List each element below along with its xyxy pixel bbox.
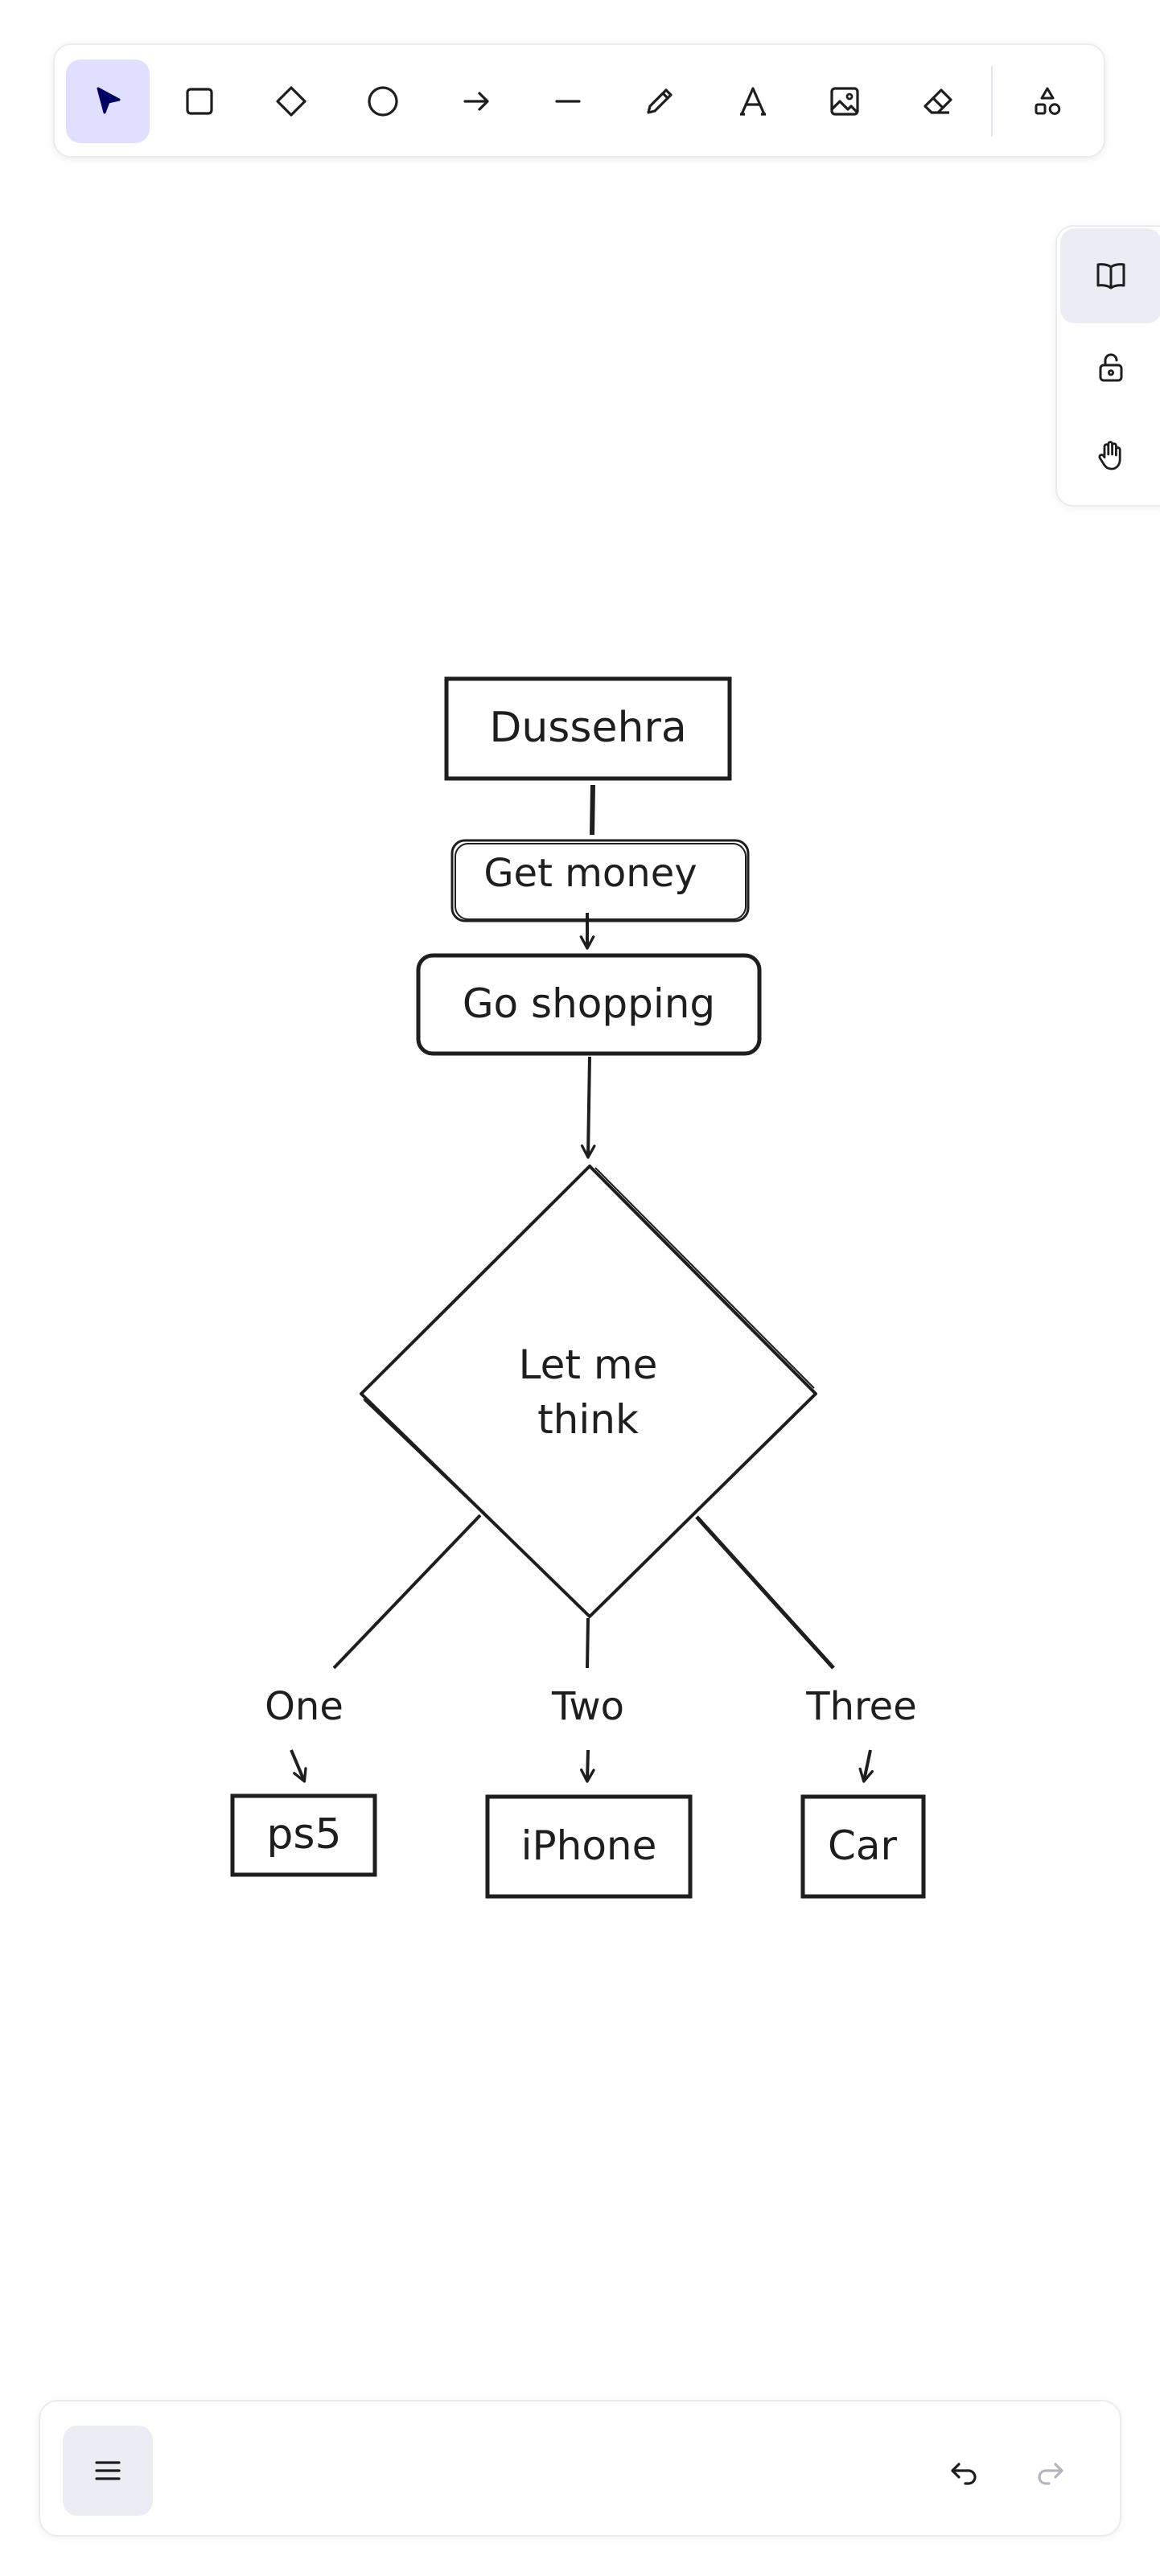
node-decision-label-line1: Let me	[519, 1341, 658, 1388]
book-icon	[1096, 263, 1125, 290]
edge-decision-two[interactable]	[586, 1617, 590, 1669]
eraser-icon	[923, 88, 952, 114]
node-iphone[interactable]: iPhone	[485, 1794, 693, 1899]
node-ps5-label: ps5	[266, 1810, 341, 1859]
image-icon	[830, 87, 859, 116]
side-panel	[1055, 225, 1160, 507]
edge-one-ps5[interactable]	[290, 1749, 307, 1783]
pencil-icon	[647, 88, 673, 114]
undo-icon	[951, 2463, 977, 2485]
eraser-tool-button[interactable]	[896, 60, 980, 143]
edge-three-car[interactable]	[858, 1749, 874, 1783]
redo-icon	[1038, 2463, 1063, 2485]
circle-icon	[368, 86, 398, 117]
rectangle-icon	[186, 88, 213, 115]
node-dussehra[interactable]: Dussehra	[444, 676, 732, 781]
undo-button[interactable]	[925, 2432, 1002, 2509]
more-shapes-button[interactable]	[1006, 60, 1089, 143]
node-get-money[interactable]: Get money	[450, 839, 750, 922]
edge-decision-one[interactable]	[332, 1514, 482, 1670]
main-toolbar	[53, 43, 1105, 158]
hand-icon	[1098, 441, 1121, 470]
image-tool-button[interactable]	[803, 60, 886, 143]
arrow-icon	[463, 92, 489, 111]
hand-tool-button[interactable]	[1060, 409, 1160, 503]
edge-label-one: One	[265, 1684, 343, 1729]
arrow-tool-button[interactable]	[434, 60, 518, 143]
unlock-icon	[1099, 353, 1123, 382]
hamburger-menu-icon	[95, 2461, 121, 2480]
library-button[interactable]	[1060, 228, 1160, 323]
node-get-money-label: Get money	[483, 851, 697, 896]
text-tool-button[interactable]	[711, 60, 795, 143]
draw-tool-button[interactable]	[618, 60, 701, 143]
edge-dussehra-get-money[interactable]	[590, 784, 595, 836]
line-tool-button[interactable]	[526, 60, 610, 143]
edge-go-shopping-decision[interactable]	[580, 1056, 596, 1159]
node-car[interactable]: Car	[800, 1794, 926, 1899]
lock-toggle-button[interactable]	[1060, 320, 1160, 415]
ellipse-tool-button[interactable]	[341, 60, 425, 143]
node-go-shopping[interactable]: Go shopping	[416, 953, 762, 1056]
node-dussehra-label: Dussehra	[489, 704, 686, 752]
edge-two-iphone[interactable]	[579, 1749, 595, 1783]
edge-label-three: Three	[805, 1684, 916, 1729]
node-decision[interactable]: Let me think	[360, 1165, 817, 1618]
main-menu-button[interactable]	[63, 2426, 153, 2516]
text-icon	[740, 87, 766, 116]
rectangle-tool-button[interactable]	[158, 60, 241, 143]
node-decision-label-line2: think	[537, 1396, 639, 1443]
bottom-bar	[39, 2400, 1121, 2537]
diamond-icon	[276, 86, 306, 117]
toolbar-divider	[991, 66, 993, 137]
node-go-shopping-label: Go shopping	[463, 980, 715, 1027]
pointer-icon	[97, 87, 121, 114]
selection-tool-button[interactable]	[66, 60, 150, 143]
edge-decision-three[interactable]	[695, 1515, 835, 1670]
line-icon	[555, 100, 581, 103]
edge-label-two: Two	[551, 1684, 624, 1729]
node-iphone-label: iPhone	[521, 1822, 657, 1869]
diamond-tool-button[interactable]	[249, 60, 333, 143]
shapes-icon	[1035, 87, 1061, 115]
redo-button[interactable]	[1012, 2432, 1089, 2509]
node-car-label: Car	[828, 1822, 898, 1869]
node-ps5[interactable]: ps5	[230, 1793, 377, 1877]
